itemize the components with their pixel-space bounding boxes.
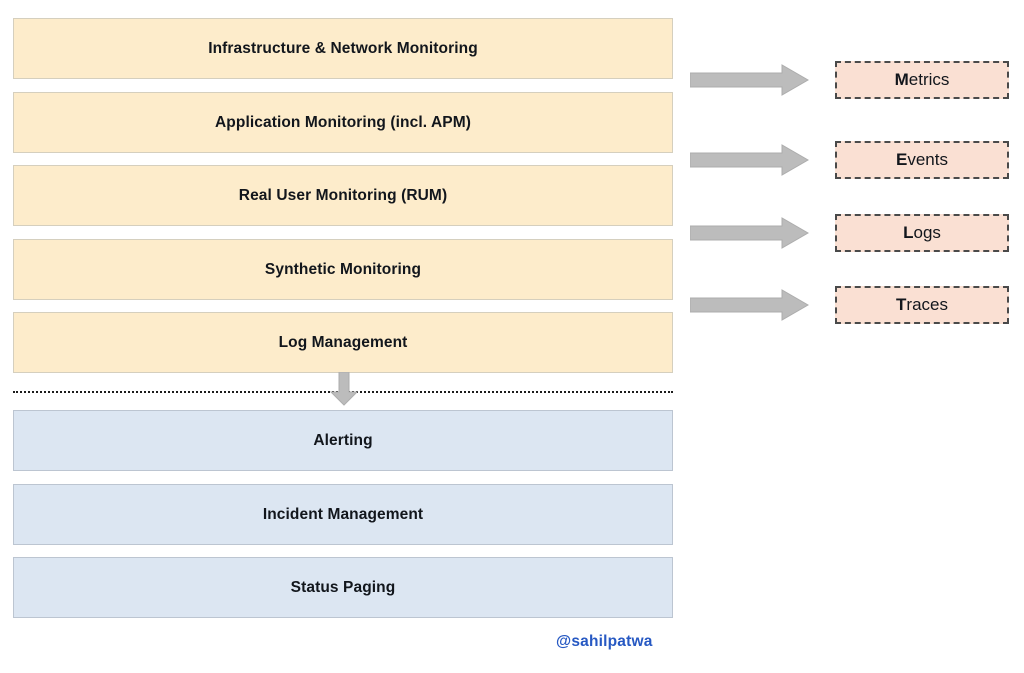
melt-rest-letters: ogs [913,223,941,242]
layer-label: Incident Management [262,505,424,523]
layer-label: Log Management [278,333,408,351]
layer-label: Status Paging [290,578,396,596]
melt-lead-letter: E [896,150,908,169]
melt-rest-letters: etrics [908,70,950,89]
layer-label: Real User Monitoring (RUM) [238,186,448,204]
melt-lead-letter: M [894,70,909,89]
layer-box-log-management[interactable]: Log Management [13,312,673,373]
layer-box-alerting[interactable]: Alerting [13,410,673,471]
layer-box-status-paging[interactable]: Status Paging [13,557,673,618]
arrow-right-icon-traces [689,289,810,321]
author-watermark: @sahilpatwa [556,633,653,650]
layer-box-real-user-monitoring[interactable]: Real User Monitoring (RUM) [13,165,673,226]
layer-label: Alerting [313,431,373,449]
layer-box-application-monitoring[interactable]: Application Monitoring (incl. APM) [13,92,673,153]
layer-box-incident-management[interactable]: Incident Management [13,484,673,545]
layer-box-synthetic-monitoring[interactable]: Synthetic Monitoring [13,239,673,300]
layer-label: Synthetic Monitoring [264,260,422,278]
melt-rest-letters: races [906,295,948,314]
layer-box-infrastructure-network-monitoring[interactable]: Infrastructure & Network Monitoring [13,18,673,79]
arrow-right-icon-logs [689,217,810,249]
melt-rest-letters: vents [907,150,948,169]
layer-label: Application Monitoring (incl. APM) [215,113,471,131]
melt-lead-letter: T [896,295,907,314]
layer-label: Infrastructure & Network Monitoring [208,39,478,57]
melt-lead-letter: L [903,223,914,242]
arrow-down-icon [329,371,359,406]
arrow-right-icon-events [689,144,810,176]
arrow-right-icon-metrics [689,64,810,96]
